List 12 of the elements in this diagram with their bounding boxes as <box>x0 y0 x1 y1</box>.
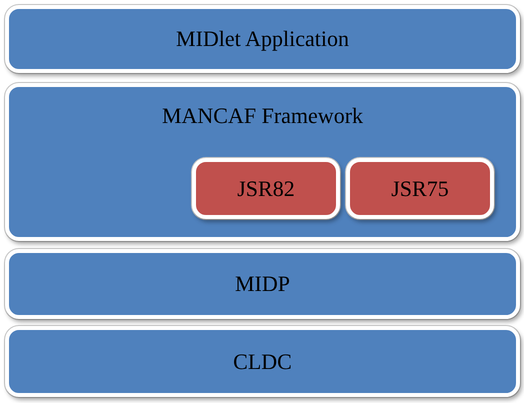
box-label: JSR75 <box>391 176 449 202</box>
box-label: MIDP <box>234 271 290 297</box>
box-label: MANCAF Framework <box>162 103 364 129</box>
box-label: CLDC <box>233 348 292 374</box>
box-label: JSR82 <box>237 176 295 202</box>
component-box <box>192 158 340 219</box>
layer-box <box>5 326 520 397</box>
layer-box <box>5 249 520 319</box>
box-label: MIDlet Application <box>176 26 349 52</box>
component-box <box>346 158 494 219</box>
layer-box <box>5 5 520 73</box>
layer-box <box>5 83 520 241</box>
